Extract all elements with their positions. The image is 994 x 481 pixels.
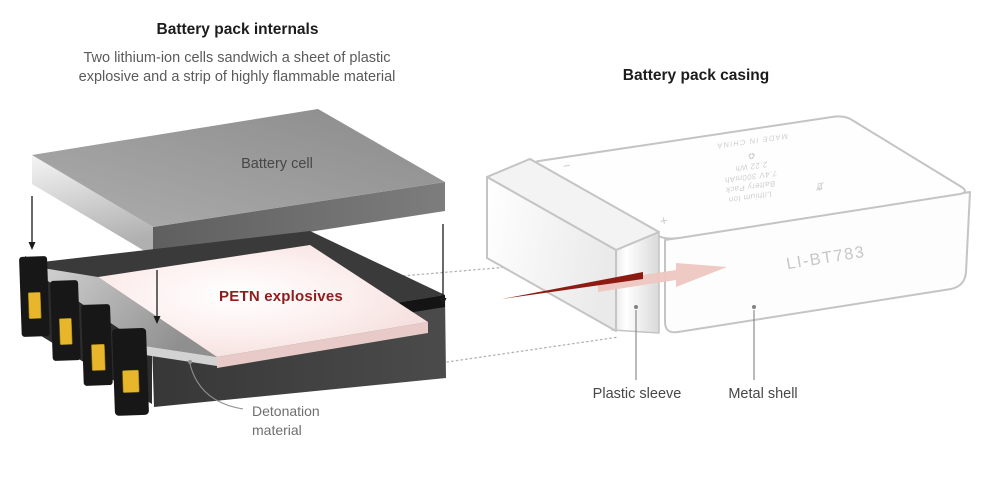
explosive-streak [502,272,643,299]
internals-title: Battery pack internals [156,21,319,38]
down-arrow-right-head-icon [439,298,447,306]
metal-shell-front-face [664,191,971,334]
detonation-material-label: Detonation material [252,403,320,438]
detonation-sheet-edge [145,346,217,366]
petn-sheet-top [98,245,428,357]
plastic-sleeve-label: Plastic sleeve [592,386,682,402]
insertion-arrow-icon [598,263,727,292]
petn-explosives-label: PETN explosives [219,288,343,305]
battery-cell-left-face [32,155,153,256]
print-icons-row: ♻ [677,139,826,191]
plastic-sleeve-leader-dot [634,305,638,309]
battery-cell-top-face [32,109,445,227]
internals-subtitle-line1: Two lithium-ion cells sandwich a sheet o… [83,50,391,66]
battery-cell-label: Battery cell [241,156,313,172]
weee-bin-icon [815,181,824,191]
detonation-leader-line [189,363,244,410]
internals-subtitle-line2: explosive and a strip of highly flammabl… [78,69,396,85]
leader-lines [634,305,756,380]
connector-tab-2 [50,280,81,361]
lower-cell-assembly [19,231,446,416]
metal-shell-label: Metal shell [728,386,798,402]
petn-sheet-edge [217,322,428,368]
casing-title: Battery pack casing [622,67,770,84]
connector-tab-3 [81,304,113,386]
metal-shell [533,115,971,334]
plastic-sleeve-front-face [486,176,617,332]
casing-print-block: Lithium Ion Battery Pack 7.4V 300mAh 2.2… [676,125,827,212]
assembly-arrows [28,196,447,324]
recycle-icon: ♻ [747,150,756,162]
plastic-sleeve [486,158,660,332]
connector-tab-1 [19,256,50,337]
battery-cell-front-face [153,182,445,256]
detonation-leader-dot [188,360,192,364]
battery-cell-slab [32,109,445,256]
connector-tab-4 [112,327,149,416]
projection-dotted-line-bottom [446,336,620,363]
metal-shell-leader-dot [752,305,756,309]
down-arrow-middle-head-icon [153,316,161,324]
down-arrow-left-head-icon [28,242,36,250]
